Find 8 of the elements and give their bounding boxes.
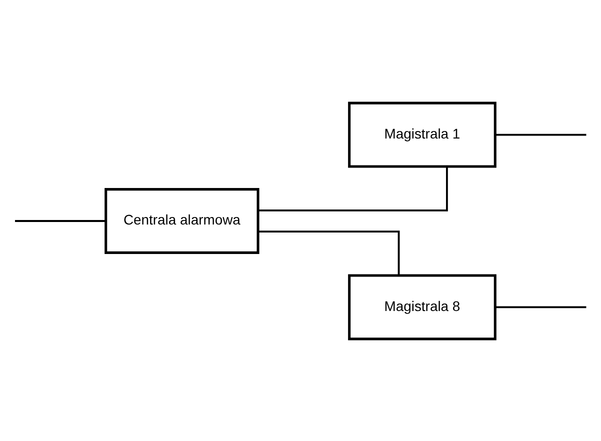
connector — [258, 166, 448, 211]
connector — [15, 220, 106, 222]
connector — [496, 133, 586, 136]
connector — [496, 306, 586, 308]
node-box: Centrala alarmowa — [104, 188, 260, 254]
connector — [258, 230, 400, 275]
node-box: Magistrala 8 — [348, 274, 496, 340]
node-box: Magistrala 1 — [348, 101, 496, 168]
